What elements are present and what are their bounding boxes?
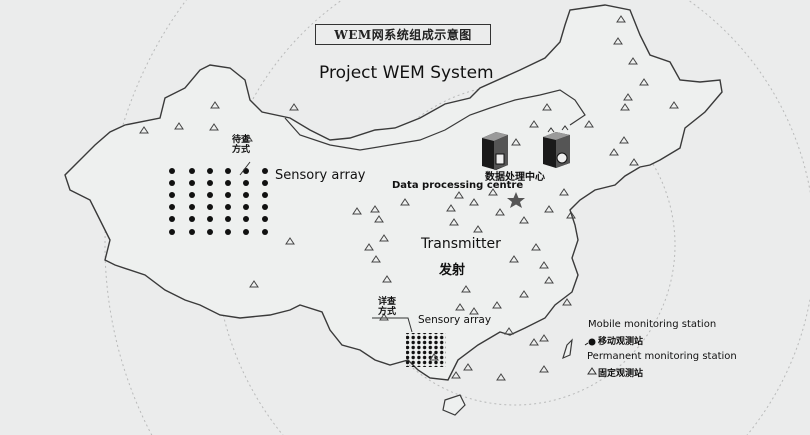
transmitter-cn-label: 发射 <box>439 263 466 278</box>
pointer-line <box>372 317 413 333</box>
coarse-sensory-array <box>169 168 268 235</box>
legend-permanent-station-cn-label: 固定观测站 <box>598 369 644 379</box>
diagram-title-en: Project WEM System <box>319 63 494 83</box>
search-method-north-label: 待查方式 <box>232 135 251 155</box>
search-method-south-label: 详查方式 <box>378 297 397 317</box>
taiwan-island <box>562 338 573 360</box>
server-icon-1 <box>482 132 508 170</box>
hainan-island <box>442 394 466 416</box>
sensory-array-north-label: Sensory array <box>275 168 366 183</box>
legend-triangle-icon <box>587 367 597 375</box>
china-outline <box>64 4 723 381</box>
pointer-line <box>239 161 251 176</box>
legend-mobile-icon <box>584 338 596 346</box>
server-icon-2 <box>543 125 570 168</box>
mongolia-border <box>284 89 586 151</box>
transmitter-star-icon <box>507 192 525 208</box>
transmitter-label: Transmitter <box>421 236 501 252</box>
sensory-array-south-label: Sensory array <box>418 314 492 326</box>
legend-permanent-station-label: Permanent monitoring station <box>587 351 737 362</box>
data-processing-centre-cn-label: 数据处理中心 <box>485 172 545 183</box>
data-processing-centre-label: Data processing centre <box>392 180 524 191</box>
propagation-rings <box>104 0 810 435</box>
fine-sensory-array <box>406 333 446 367</box>
permanent-stations <box>139 15 679 381</box>
legend-mobile-station-cn-label: 移动观测站 <box>598 337 644 347</box>
diagram-title-cn: WEM网系统组成示意图 <box>315 24 491 45</box>
legend-mobile-station-label: Mobile monitoring station <box>588 319 717 330</box>
